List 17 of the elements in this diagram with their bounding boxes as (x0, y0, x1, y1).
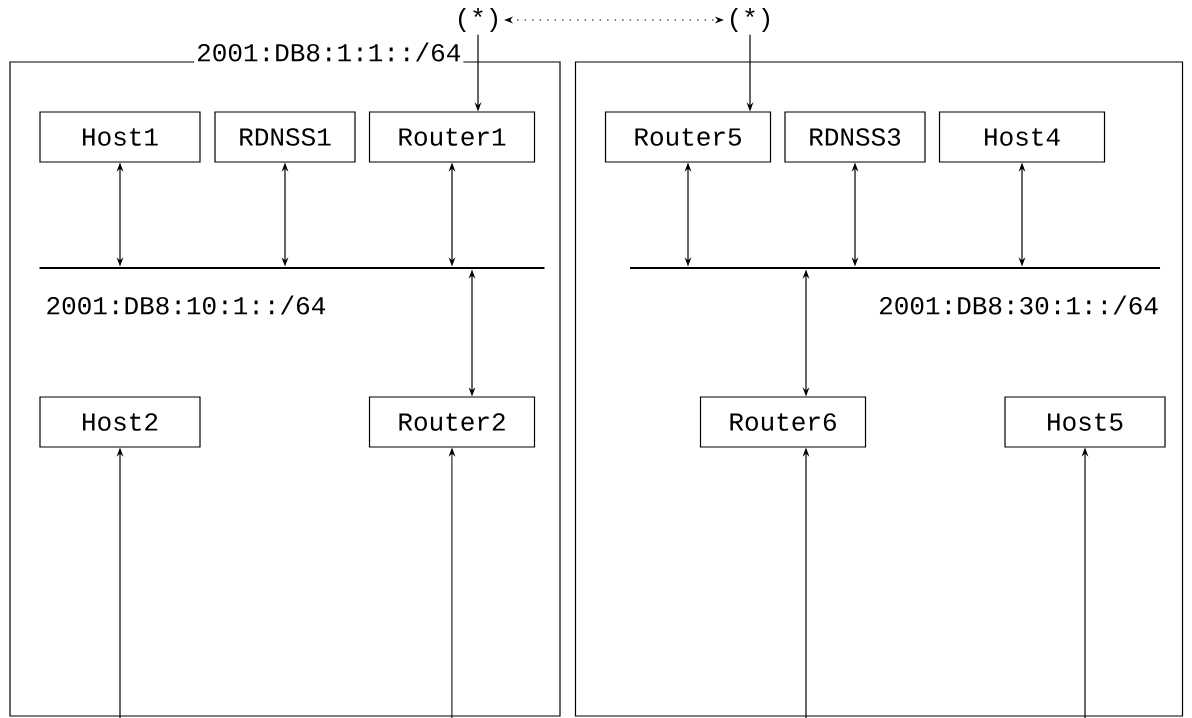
host-box: Host2 (39, 396, 201, 448)
endpoint-label: (*) (730, 7, 770, 33)
edge-label: 2001:DB8:1:1::/64 (198, 42, 461, 62)
host-box: Router1 (368, 111, 536, 163)
host-box: RDNSS3 (784, 111, 926, 163)
host-box: Router6 (699, 396, 867, 448)
site-box (9, 61, 561, 717)
host-box: Router2 (368, 396, 536, 448)
site-box (574, 61, 1184, 717)
host-box: Host4 (938, 111, 1106, 163)
host-box: Router5 (604, 111, 772, 163)
host-box: Host1 (39, 111, 201, 163)
host-box: RDNSS1 (214, 111, 356, 163)
endpoint-label: (*) (458, 7, 498, 33)
link-prefix-label: 2001:DB8:10:1::/64 (47, 295, 325, 315)
link-prefix-label: 2001:DB8:30:1::/64 (880, 295, 1158, 315)
host-box: Host5 (1004, 396, 1166, 448)
